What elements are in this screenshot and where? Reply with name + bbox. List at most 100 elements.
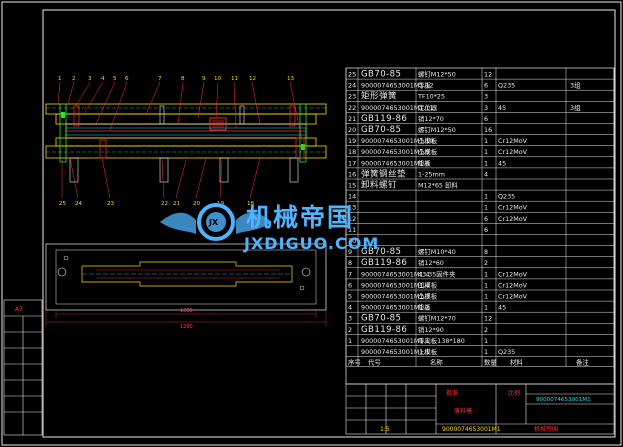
title-sheet: 1:5	[380, 426, 390, 433]
bom-cell-name: 螺钉M10*40	[418, 247, 456, 256]
watermark-title: 机械帝国	[246, 203, 354, 232]
bom-cell-no: 21	[348, 115, 356, 123]
title-part-code: 9000074653001M1	[536, 397, 591, 403]
bom-cell-code: 9000074653001M1.3	[361, 293, 430, 301]
left-margin-title: A3	[15, 306, 23, 313]
bom-cell-qty: 16	[484, 126, 492, 134]
bom-cell-code: 弹簧钢丝垫	[361, 167, 406, 179]
bom-cell-name: 导板	[418, 81, 431, 90]
watermark-url: JXDIGUO.COM	[243, 234, 379, 253]
bom-cell-qty: 6	[484, 215, 488, 223]
watermark-logo: JX	[160, 203, 272, 241]
svg-text:4: 4	[101, 76, 105, 82]
bom-cell-qty: 1	[484, 270, 488, 278]
svg-text:5: 5	[113, 76, 117, 82]
bom-cell-code: 9000074653001M1.4	[361, 281, 430, 289]
bom-cell-no: 6	[348, 281, 352, 289]
bom-cell-code: 9000074653001M1.8	[361, 159, 430, 167]
bom-header-row: 序号代号名称数量材料备注	[346, 358, 614, 367]
balloons-top: 1 2 3 4 5 6 7 8 9 10 11 12 13	[58, 76, 295, 82]
bom-cell-no: 20	[348, 126, 356, 134]
bom-cell-name: TF10*25	[417, 93, 445, 101]
leader-lines-top	[57, 81, 303, 141]
svg-text:1: 1	[58, 76, 62, 82]
bom-cell-note: 3组	[570, 81, 581, 90]
bom-cell-no: 3	[348, 315, 352, 323]
bom-cell-mat: 45	[498, 304, 506, 312]
bom-cell-code: 9000074653001M1.4	[361, 270, 430, 278]
plan-view	[45, 243, 327, 311]
svg-text:13: 13	[287, 76, 295, 82]
bom-cell-mat: Cr12MoV	[498, 148, 528, 156]
svg-text:10: 10	[214, 76, 222, 82]
svg-text:20: 20	[193, 201, 201, 207]
bom-cell-name: 螺钉M12*50	[418, 125, 456, 134]
bom-cell-code: 9000074653001M1.2	[361, 304, 430, 312]
bom-cell-code: GB70-85	[361, 314, 401, 324]
bom-cell-code: 9000074653001M1.9	[361, 148, 430, 156]
bom-cell-qty: 1	[484, 304, 488, 312]
bom-cell-qty: 6	[484, 115, 488, 123]
bom-cell-qty: 1	[484, 281, 488, 289]
bom-row: 11 6	[346, 226, 614, 235]
bom-cell-no: 11	[348, 226, 356, 234]
bom-cell-code: GB70-85	[361, 70, 401, 80]
bom-cell-qty: 1	[484, 293, 488, 301]
bom-cell-no: 7	[348, 270, 352, 278]
bom-row: 3 GB70-85 螺钉M12*70 12	[346, 314, 614, 324]
bom-cell-mat: Cr12MoV	[498, 293, 528, 301]
bom-cell-no: 25	[348, 71, 356, 79]
bom-cell-name: 螺钉M12*70	[418, 314, 456, 323]
bom-cell-qty: 6	[484, 226, 488, 234]
front-view-assembly	[45, 103, 327, 183]
bom-cell-no: 4	[348, 304, 352, 312]
bom-cell-qty: 1	[484, 337, 488, 345]
title-scale-label: 比例	[508, 389, 520, 397]
bom-cell-name: 凸模板	[418, 147, 438, 156]
bom-cell-mat: Cr12MoV	[498, 281, 528, 289]
bom-cell-mat: 45	[498, 159, 506, 167]
svg-text:JX: JX	[208, 218, 219, 227]
svg-text:7: 7	[158, 76, 162, 82]
bom-cell-code: 卸料螺钉	[361, 179, 397, 191]
bom-cell-no: 16	[348, 170, 356, 178]
bom-cell-no: 22	[348, 104, 356, 112]
bom-header-code: 代号	[368, 358, 381, 367]
svg-text:11: 11	[231, 76, 239, 82]
bom-cell-no: 14	[348, 193, 356, 201]
svg-text:23: 23	[107, 201, 115, 207]
bom-row: 10	[346, 237, 614, 246]
bom-cell-qty: 4	[484, 170, 488, 178]
bom-cell-qty: 1	[484, 348, 488, 356]
bom-cell-code: 9000074653001M1.12	[361, 82, 434, 90]
bom-cell-no: 18	[348, 148, 356, 156]
bom-cell-qty: 3	[484, 93, 488, 101]
bom-cell-qty: 12	[484, 71, 492, 79]
bom-cell-name: 销12*70	[418, 114, 444, 123]
bom-cell-no: 12	[348, 215, 356, 223]
bom-cell-qty: 12	[484, 315, 492, 323]
bom-cell-note: 3组	[570, 103, 581, 112]
bom-cell-qty: 8	[484, 248, 488, 256]
bom-cell-name: 销12*90	[418, 325, 444, 334]
bom-cell-qty: 1	[484, 159, 488, 167]
svg-text:21: 21	[173, 201, 181, 207]
bom-cell-code: 9000074653001M1.1	[361, 348, 430, 356]
